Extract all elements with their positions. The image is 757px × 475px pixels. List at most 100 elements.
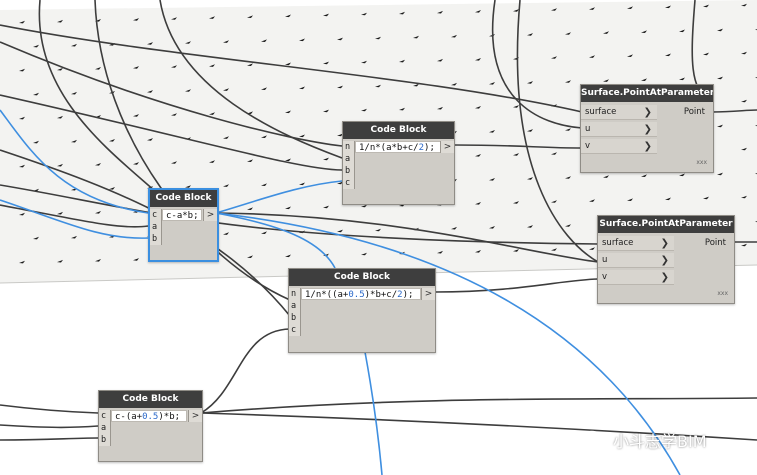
input-port-a[interactable]: a — [150, 221, 162, 233]
input-port-c[interactable]: c — [289, 324, 301, 336]
field-arrow — [19, 20, 25, 24]
input-port-c[interactable]: c — [150, 209, 162, 221]
field-arrow — [717, 28, 723, 32]
field-arrow — [741, 147, 747, 151]
node-title[interactable]: Code Block — [99, 391, 202, 408]
output-port[interactable]: > — [440, 141, 454, 153]
output-port-point[interactable]: Point — [683, 107, 705, 117]
field-arrow — [489, 178, 495, 181]
port-label: u — [585, 124, 591, 134]
code-editor[interactable]: 1/n*((a+0.5)*b+c/2); — [301, 288, 421, 300]
field-arrow — [603, 175, 609, 178]
input-port-v[interactable]: v❯ — [598, 270, 674, 285]
chevron-right-icon: ❯ — [643, 107, 652, 118]
field-arrow — [741, 243, 747, 247]
field-arrow — [641, 78, 647, 81]
code-text: 1/n*((a+ — [305, 290, 349, 300]
chevron-right-icon: ❯ — [643, 141, 652, 152]
chevron-right-icon: ❯ — [660, 272, 669, 283]
code-text: )*b; — [158, 412, 181, 422]
node-title[interactable]: Surface.PointAtParameter — [581, 85, 713, 102]
field-arrow — [603, 79, 609, 82]
chevron-right-icon: ❯ — [660, 255, 669, 266]
field-arrow — [475, 154, 481, 157]
code-number: 2 — [418, 143, 425, 153]
node-title[interactable]: Code Block — [343, 122, 454, 139]
surface-point-at-parameter-node-2[interactable]: Surface.PointAtParameter surface❯ u❯ v❯ … — [597, 215, 735, 304]
field-arrow — [741, 195, 747, 199]
code-number: 0.5 — [142, 412, 159, 422]
field-arrow — [361, 12, 367, 16]
field-arrow — [679, 29, 685, 33]
field-arrow — [679, 77, 685, 81]
input-port-surface[interactable]: surface ❯ — [581, 105, 657, 120]
input-port-a[interactable]: a — [289, 300, 301, 312]
code-text: ); — [402, 290, 414, 300]
field-arrow — [679, 173, 685, 177]
field-arrow — [489, 130, 495, 133]
field-arrow — [627, 198, 633, 201]
code-block-node-3[interactable]: Code Block n a b c 1/n*((a+0.5)*b+c/2); … — [288, 268, 436, 353]
input-port-b[interactable]: b — [150, 233, 162, 245]
code-text: 1/n*(a*b+c/ — [359, 143, 419, 153]
output-port[interactable]: > — [188, 410, 202, 422]
input-port-a[interactable]: a — [99, 422, 111, 434]
field-arrow — [437, 10, 443, 14]
field-arrow — [641, 30, 647, 33]
watermark-text: 小斗志学BIM — [613, 432, 707, 451]
input-port-c[interactable]: c — [343, 177, 355, 189]
input-port-surface[interactable]: surface ❯ — [598, 236, 674, 251]
field-arrow — [665, 5, 671, 9]
field-arrow — [627, 6, 633, 9]
port-label: v — [585, 141, 591, 151]
node-title[interactable]: Surface.PointAtParameter — [598, 216, 734, 233]
code-text: ); — [424, 143, 435, 153]
field-arrow — [703, 196, 709, 200]
field-arrow — [741, 3, 747, 7]
code-editor[interactable]: c-(a+0.5)*b; — [111, 410, 187, 422]
port-label: v — [602, 272, 608, 282]
input-port-b[interactable]: b — [343, 165, 355, 177]
code-block-node-4[interactable]: Code Block c a b c-(a+0.5)*b; > — [98, 390, 203, 462]
code-number: 0.5 — [348, 290, 365, 300]
code-block-node-1[interactable]: Code Block c a b c-a*b; > — [148, 188, 219, 262]
code-editor[interactable]: 1/n*(a*b+c/2); — [355, 141, 441, 153]
input-port-v[interactable]: v❯ — [581, 139, 657, 154]
field-arrow — [741, 51, 747, 55]
input-port-c[interactable]: c — [99, 410, 111, 422]
field-arrow — [627, 54, 633, 57]
port-label: surface — [585, 107, 617, 117]
input-port-n[interactable]: n — [343, 141, 355, 153]
chevron-right-icon: ❯ — [643, 124, 652, 135]
input-port-u[interactable]: u❯ — [581, 122, 657, 137]
output-port-point[interactable]: Point — [704, 238, 726, 248]
surface-point-at-parameter-node-1[interactable]: Surface.PointAtParameter surface❯ u❯ v❯ … — [580, 84, 714, 173]
chevron-right-icon: ❯ — [660, 238, 669, 249]
code-text: c-(a+ — [115, 412, 143, 422]
watermark: 小斗志学BIM — [583, 428, 707, 452]
code-editor[interactable]: c-a*b; — [162, 209, 202, 221]
port-label: u — [602, 255, 608, 265]
node-title[interactable]: Code Block — [150, 190, 217, 207]
field-arrow — [741, 99, 747, 103]
wechat-icon — [583, 430, 607, 449]
field-arrow — [603, 31, 609, 34]
field-arrow — [641, 174, 647, 177]
input-port-u[interactable]: u❯ — [598, 253, 674, 268]
field-arrow — [717, 124, 723, 128]
port-label: surface — [602, 238, 634, 248]
input-port-n[interactable]: n — [289, 288, 301, 300]
input-port-b[interactable]: b — [289, 312, 301, 324]
code-block-node-2[interactable]: Code Block n a b c 1/n*(a*b+c/2); > — [342, 121, 455, 205]
output-port[interactable]: > — [203, 209, 217, 221]
input-port-a[interactable]: a — [343, 153, 355, 165]
code-text: )*b+c/ — [364, 290, 398, 300]
node-title[interactable]: Code Block — [289, 269, 435, 286]
field-arrow — [717, 76, 723, 80]
code-number: 2 — [397, 290, 403, 300]
field-arrow — [399, 11, 405, 15]
field-arrow — [475, 10, 481, 13]
output-port[interactable]: > — [421, 288, 435, 300]
input-port-b[interactable]: b — [99, 434, 111, 446]
